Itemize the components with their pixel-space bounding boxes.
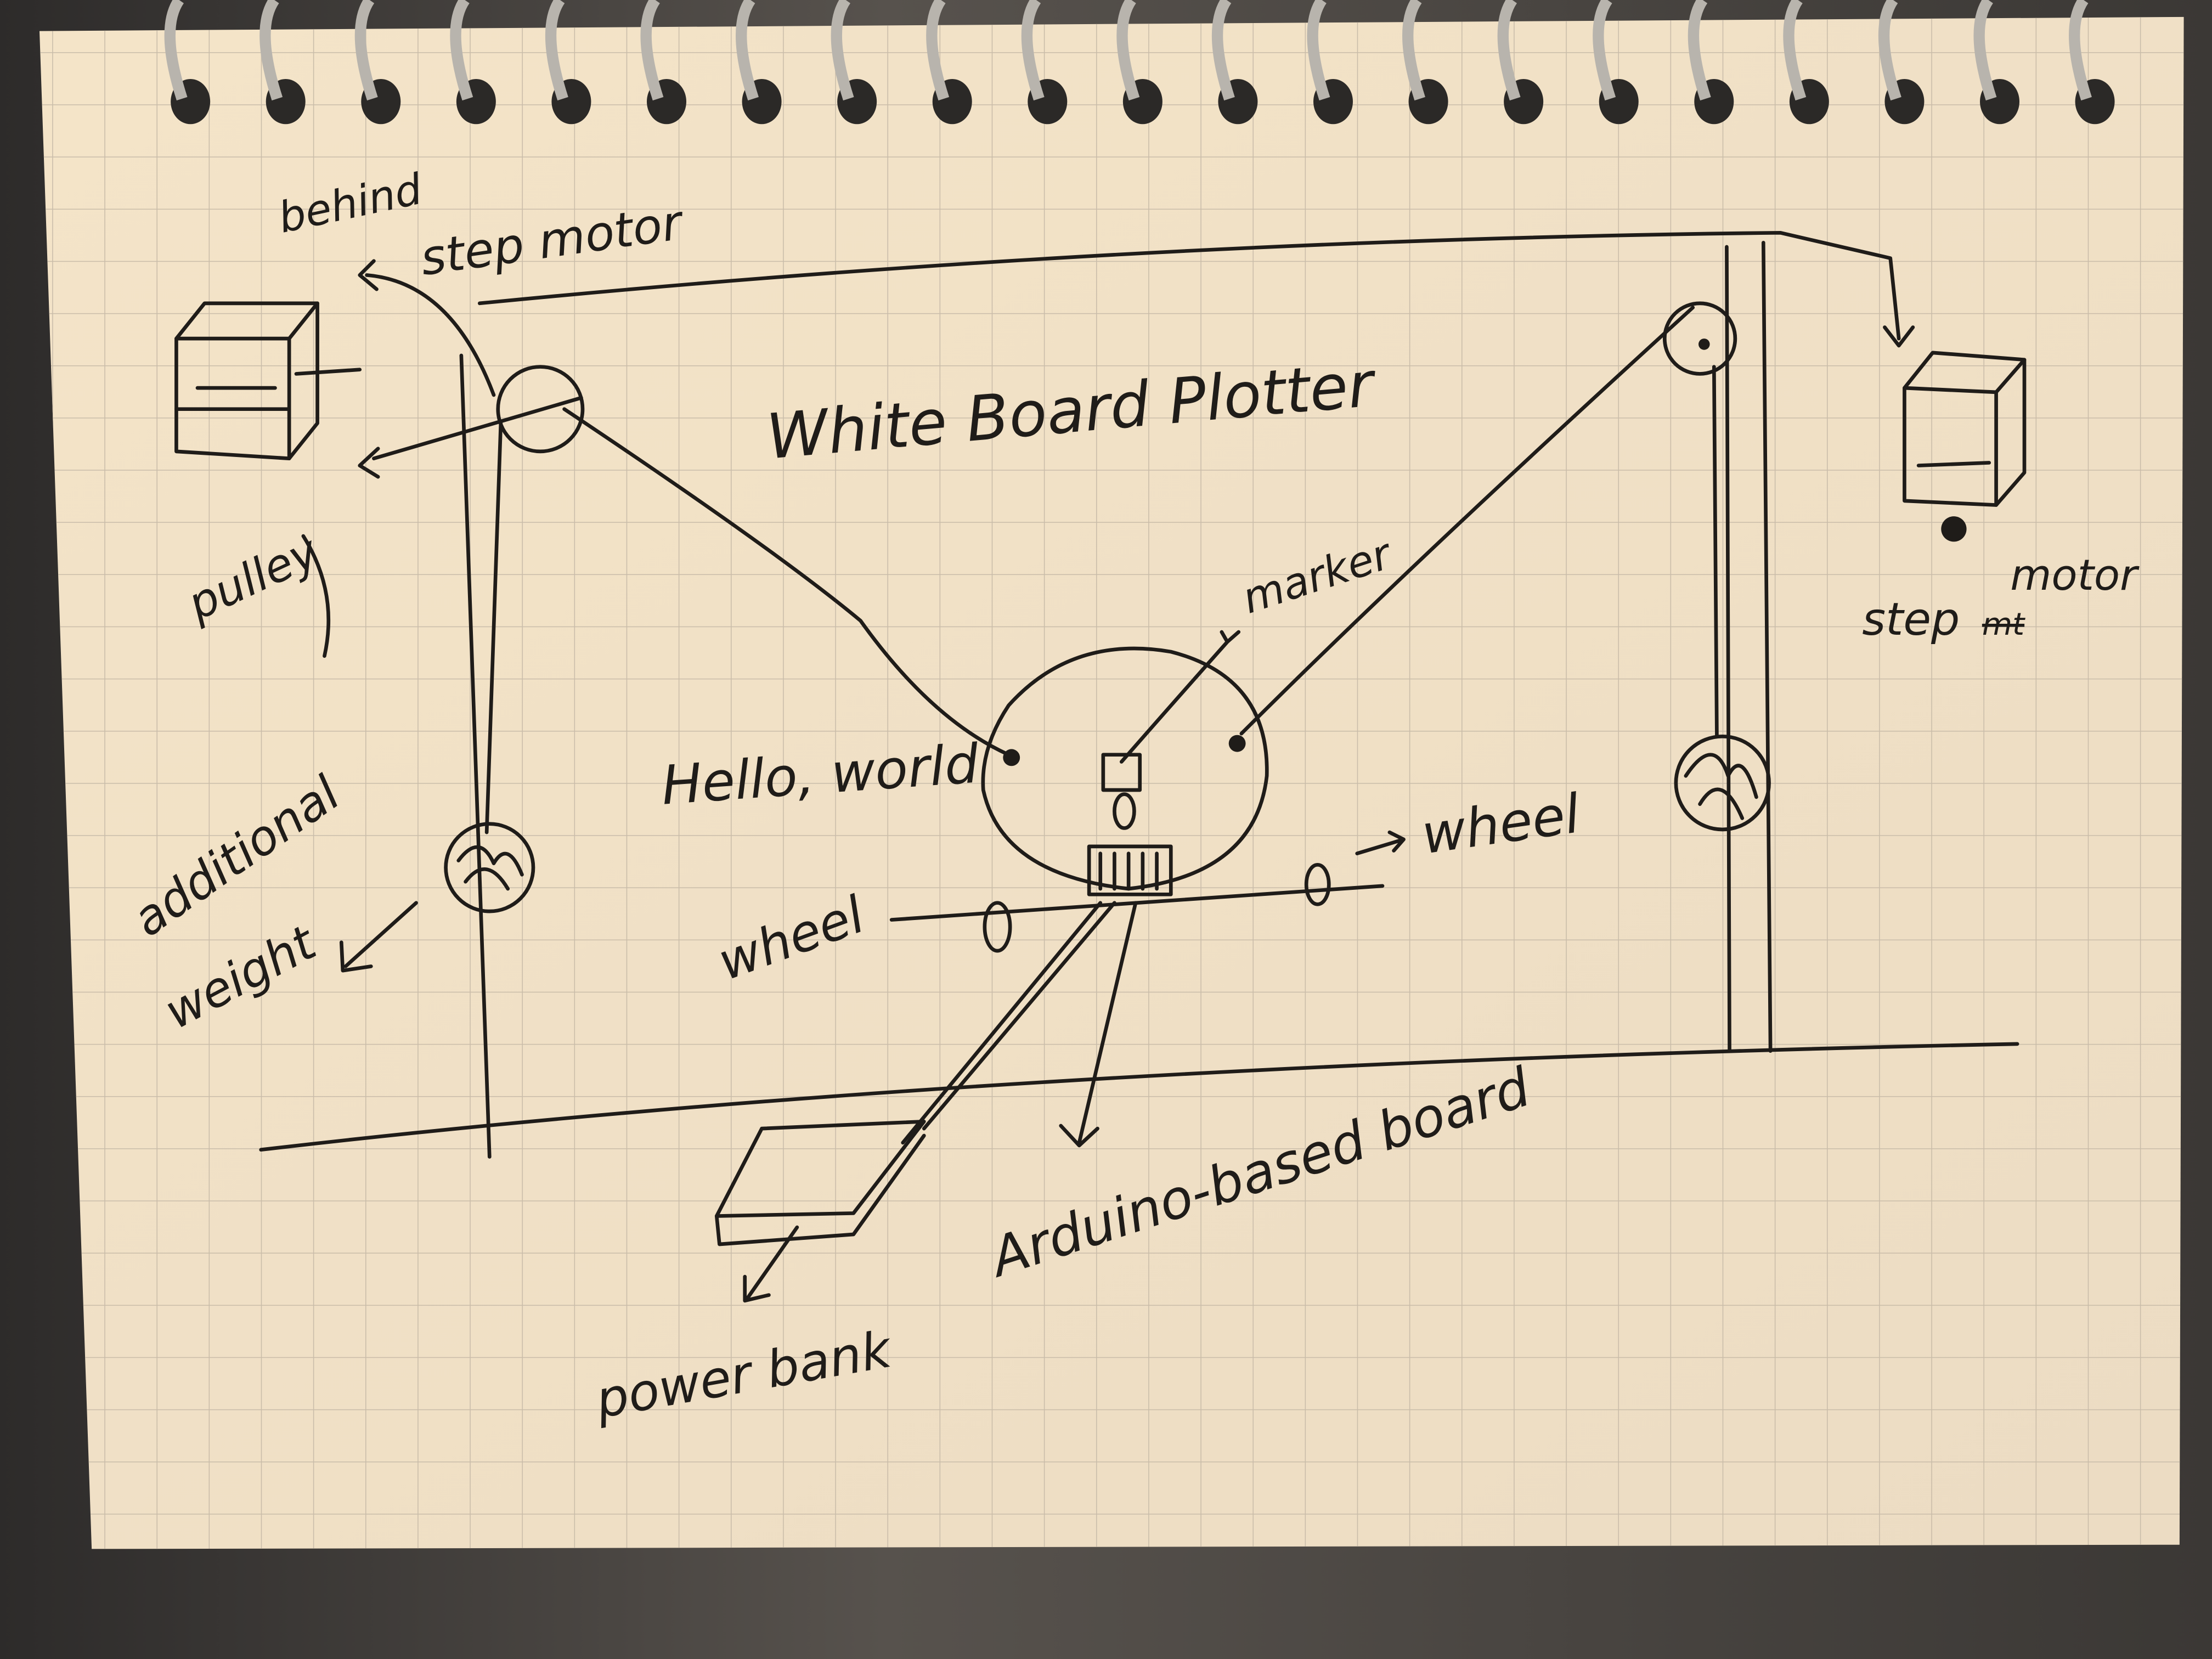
grid-pattern [40, 16, 2184, 1549]
frame [259, 230, 2019, 1159]
label-step-motor-right-motor: motor [2010, 551, 2140, 600]
spiral-binding [164, 0, 2115, 125]
binding-ring [1593, 0, 1616, 101]
additional-weight-right [1674, 734, 1771, 832]
binding-ring [1211, 0, 1235, 101]
step-motor-right [1903, 351, 2027, 542]
binding-ring [640, 0, 664, 101]
string-weight-left [484, 421, 503, 834]
binding-ring [259, 0, 283, 101]
label-struck-text: mt [1982, 606, 2025, 642]
additional-weight-left [444, 822, 535, 913]
pulley-left [358, 365, 585, 479]
binding-ring [1116, 0, 1140, 101]
arduino-board [1087, 844, 1173, 896]
plotter-robot [981, 630, 1269, 896]
binding-ring [736, 0, 759, 101]
step-motor-left [174, 301, 362, 461]
binding-ring [1307, 0, 1330, 101]
binding-ring [1497, 0, 1521, 101]
power-bank [714, 1119, 926, 1246]
arrow-weight [339, 901, 418, 973]
cable-power [901, 901, 1116, 1145]
binding-ring [545, 0, 568, 101]
binding-ring [1783, 0, 1807, 101]
binding-ring [164, 0, 188, 101]
binding-ring [1402, 0, 1425, 101]
string-right [1239, 306, 1695, 736]
binding-ring [831, 0, 854, 101]
binding-ring [926, 0, 950, 101]
binding-ring [450, 0, 473, 101]
pulley-right [1662, 301, 1737, 376]
binding-ring [1021, 0, 1045, 101]
binding-ring [1878, 0, 1901, 101]
wheel-left [983, 901, 1012, 953]
wheel-right [1304, 862, 1331, 906]
binding-ring [2069, 0, 2092, 101]
arrow-behind [358, 259, 496, 397]
pulley-pointer [301, 534, 331, 658]
binding-ring [1688, 0, 1711, 101]
arrow-arduino [1059, 901, 1138, 1148]
label-step-motor-right: step [1862, 594, 1960, 646]
binding-ring [1973, 0, 1997, 101]
string-left [562, 407, 1011, 757]
string-weight-right [1712, 365, 1719, 738]
binding-ring [354, 0, 378, 101]
